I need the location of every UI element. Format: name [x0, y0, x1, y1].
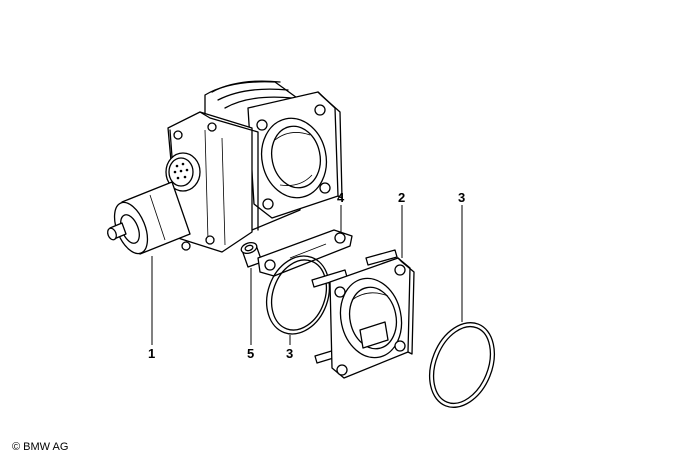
part-3-o-ring-left: [266, 255, 330, 335]
part-2-spacer-flange: [311, 249, 415, 379]
part-3-o-ring-right: [429, 322, 495, 408]
callout-1: 1: [148, 346, 155, 361]
part-4-gasket: [257, 229, 353, 277]
callout-2: 2: [398, 190, 405, 205]
callout-5: 5: [247, 346, 254, 361]
part-1-throttle-body: [107, 80, 343, 255]
callout-3-left: 3: [286, 346, 293, 361]
copyright-notice: © BMW AG: [12, 441, 69, 453]
callout-4: 4: [337, 190, 345, 205]
callout-3-right: 3: [458, 190, 465, 205]
